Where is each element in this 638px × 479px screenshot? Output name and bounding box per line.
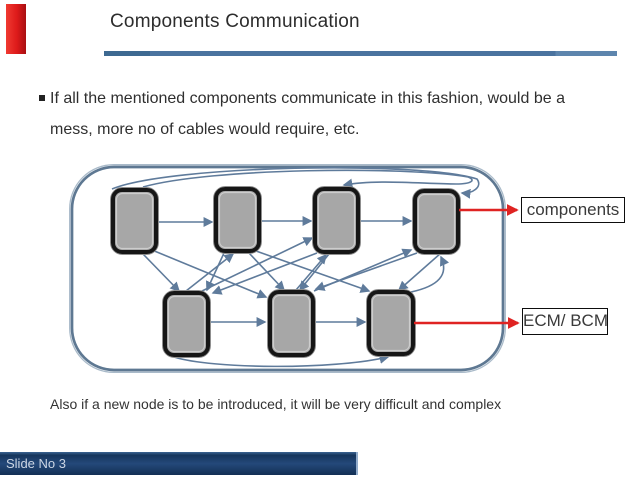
- slide-number-bar: Slide No 3: [0, 452, 358, 475]
- component-node-halo: [312, 186, 361, 255]
- connector-arrow: [295, 253, 327, 291]
- red-accent-bar: [6, 4, 26, 54]
- component-node-inner: [167, 295, 206, 353]
- bullet-line-2: mess, more no of cables would require, e…: [50, 120, 360, 138]
- component-node-top-3: [313, 187, 360, 254]
- bullet-line-1: If all the mentioned components communic…: [50, 90, 565, 107]
- diagram-container-outline: [69, 164, 506, 373]
- component-node-inner: [272, 294, 311, 353]
- component-node-inner: [317, 191, 356, 250]
- component-node-halo: [213, 186, 262, 254]
- component-node-inner: [371, 294, 411, 352]
- component-node-halo: [267, 289, 316, 358]
- loop-arrow: [410, 255, 450, 293]
- component-node-inner: [218, 191, 257, 249]
- bottom-note: Also if a new node is to be introduced, …: [50, 396, 502, 412]
- component-node-inner: [115, 192, 154, 250]
- connector-arrow: [211, 252, 318, 295]
- components-label: components: [521, 197, 625, 223]
- component-node-top-4: [413, 189, 460, 254]
- component-node-bottom-2: [268, 290, 315, 357]
- connector-arrow: [248, 252, 286, 292]
- bullet-square-icon: [39, 95, 45, 101]
- connector-arrow: [142, 253, 181, 293]
- component-node-bottom-3: [367, 290, 415, 356]
- component-node-halo: [110, 187, 159, 255]
- connector-arrow: [397, 252, 442, 291]
- bullet-item: If all the mentioned components communic…: [39, 84, 625, 145]
- loop-arrow: [173, 354, 390, 368]
- component-node-top-2: [214, 187, 261, 253]
- connector-arrow: [313, 248, 413, 292]
- connector-arrow: [185, 253, 235, 292]
- diagram-container: [70, 165, 505, 372]
- bullet-text: If all the mentioned components communic…: [50, 84, 625, 145]
- slide-number-text: Slide No 3: [6, 456, 66, 471]
- ecm-bcm-label: ECM/ BCM: [522, 308, 608, 335]
- title-underline: [104, 51, 617, 56]
- component-node-top-1: [111, 188, 158, 254]
- connector-arrow: [201, 237, 314, 292]
- component-node-bottom-1: [163, 291, 210, 357]
- component-node-inner: [417, 193, 456, 250]
- loop-arrow: [111, 167, 480, 199]
- loop-arrow: [142, 169, 473, 189]
- component-node-halo: [412, 188, 461, 255]
- connector-arrow: [206, 252, 225, 292]
- slide-title: Components Communication: [110, 11, 360, 32]
- component-node-halo: [162, 290, 211, 358]
